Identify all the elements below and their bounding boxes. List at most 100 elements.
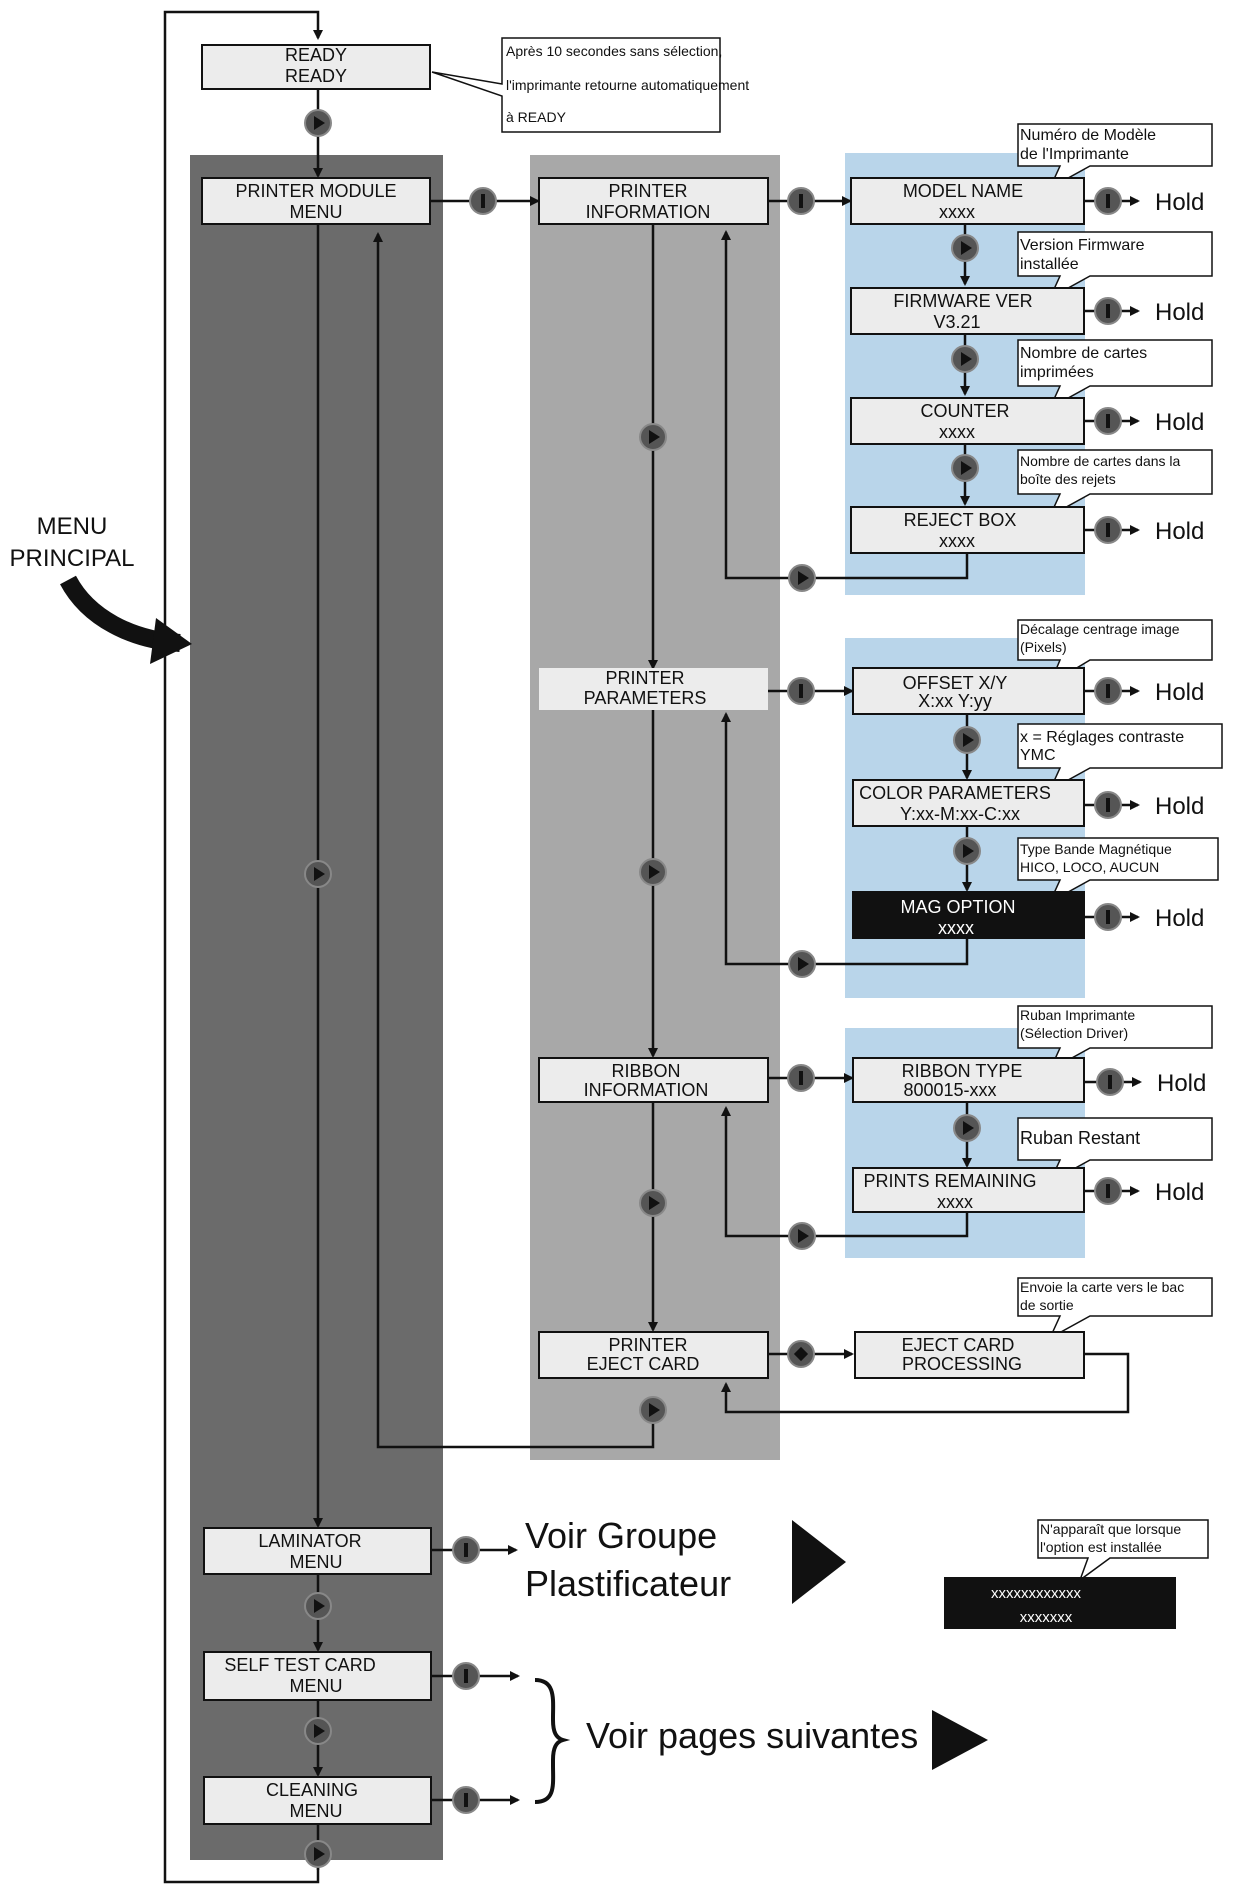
callout-color-line2: YMC [1020,747,1056,764]
counter-line1: COUNTER [921,401,1010,421]
callout-model-line2: de l'Imprimante [1020,146,1129,163]
hold-label: Hold [1155,679,1204,706]
next-button-icon[interactable] [304,1717,332,1745]
model-line1: MODEL NAME [903,181,1023,201]
next-page-triangle-1 [792,1520,846,1604]
module-line1: PRINTER MODULE [235,181,396,201]
select-button-icon[interactable] [1094,297,1122,325]
ribbon-line2: INFORMATION [584,1080,709,1100]
cleaning-menu-box[interactable] [203,1776,432,1825]
processing-line1: EJECT CARD [902,1335,1015,1355]
printer-information-box[interactable] [538,177,769,225]
printer-parameters-box[interactable] [539,668,768,710]
eject-return-line [721,1352,1130,1414]
next-button-icon[interactable] [788,950,816,978]
printer-eject-card-box[interactable] [538,1331,769,1379]
menu-principal-arrow-head [150,618,192,664]
next-button-icon[interactable] [953,726,981,754]
callout-eject [1017,1277,1213,1340]
callout-option-line1: N'apparaît que lorsque [1040,1521,1181,1537]
return-to-module-line [373,232,655,1449]
select-button-icon[interactable] [1094,791,1122,819]
ready-line2: READY [285,66,347,86]
laminator-menu-box[interactable] [203,1527,432,1575]
offset-box[interactable] [852,667,1085,715]
main-menu-panel [190,155,443,1860]
next-button-icon[interactable] [639,1189,667,1217]
select-button-icon[interactable] [787,1340,815,1368]
firmware-ver-box[interactable] [850,287,1085,335]
select-button-icon[interactable] [452,1662,480,1690]
brace-icon [534,1678,571,1804]
params-line2: PARAMETERS [584,688,707,708]
info-line2: INFORMATION [586,202,711,222]
mag-option-box[interactable] [852,891,1085,939]
remaining-line1: PRINTS REMAINING [863,1171,1036,1191]
next-button-icon[interactable] [304,1840,332,1868]
hold-label: Hold [1155,1179,1204,1206]
next-button-icon[interactable] [951,345,979,373]
menu-principal-line2: PRINCIPAL [10,545,135,572]
fw-line1: FIRMWARE VER [893,291,1032,311]
color-parameters-box[interactable] [852,779,1085,827]
next-button-icon[interactable] [639,423,667,451]
next-button-icon[interactable] [788,1222,816,1250]
mag-line1: MAG OPTION [900,897,1015,917]
params-return-line [721,712,969,966]
ready-line1: READY [285,45,347,65]
select-button-icon[interactable] [452,1786,480,1814]
select-button-icon[interactable] [452,1536,480,1564]
select-button-icon[interactable] [1094,903,1122,931]
next-button-icon[interactable] [788,564,816,592]
select-button-icon[interactable] [1094,407,1122,435]
callout-ready-line3: à READY [506,109,567,125]
hold-label: Hold [1155,299,1204,326]
ribbon-type-box[interactable] [852,1057,1085,1103]
self-test-card-menu-box[interactable] [203,1651,432,1701]
next-button-icon[interactable] [951,454,979,482]
select-button-icon[interactable] [787,1064,815,1092]
offset-line2: X:xx Y:yy [918,691,992,711]
select-button-icon[interactable] [469,187,497,215]
cleaning-line1: CLEANING [266,1780,358,1800]
select-button-icon[interactable] [1094,187,1122,215]
select-button-icon[interactable] [1096,1068,1124,1096]
next-button-icon[interactable] [639,858,667,886]
buttons [304,109,1124,1868]
callout-option-line2: l'option est installée [1040,1539,1162,1555]
next-button-icon[interactable] [953,837,981,865]
counter-box[interactable] [850,397,1085,445]
printer-module-panel [530,155,780,1460]
ready-box[interactable] [201,44,431,90]
next-button-icon[interactable] [304,1592,332,1620]
ribbon-information-box[interactable] [538,1057,769,1103]
info-line1: PRINTER [608,181,687,201]
reject-box-box[interactable] [850,506,1085,554]
callout-option [1037,1519,1209,1583]
select-button-icon[interactable] [1094,1177,1122,1205]
model-name-box[interactable] [850,177,1085,225]
callout-model-line1: Numéro de Modèle [1020,127,1156,144]
next-button-icon[interactable] [304,109,332,137]
callout-counter-line1: Nombre de cartes [1020,345,1147,362]
select-button-icon[interactable] [1094,516,1122,544]
callout-counter-line2: imprimées [1020,364,1094,381]
select-button-icon[interactable] [787,677,815,705]
eject-card-processing-box[interactable] [854,1331,1085,1379]
select-button-icon[interactable] [787,187,815,215]
hold-label: Hold [1155,409,1204,436]
offset-line1: OFFSET X/Y [903,673,1008,693]
hold-labels: Hold Hold Hold Hold Hold Hold Hold Hold … [1155,189,1206,1206]
hold-label: Hold [1155,518,1204,545]
laminator-line1: LAMINATOR [258,1531,361,1551]
prints-remaining-box[interactable] [852,1167,1085,1213]
next-button-icon[interactable] [951,234,979,262]
select-button-icon[interactable] [1094,677,1122,705]
next-button-icon[interactable] [953,1114,981,1142]
next-button-icon[interactable] [639,1396,667,1424]
laminator-line2: MENU [290,1552,343,1572]
callout-ribbon-line1: Ruban Imprimante [1020,1007,1135,1023]
mag-line2: xxxx [938,918,974,938]
printer-module-menu-box[interactable] [201,177,431,225]
next-button-icon[interactable] [304,860,332,888]
